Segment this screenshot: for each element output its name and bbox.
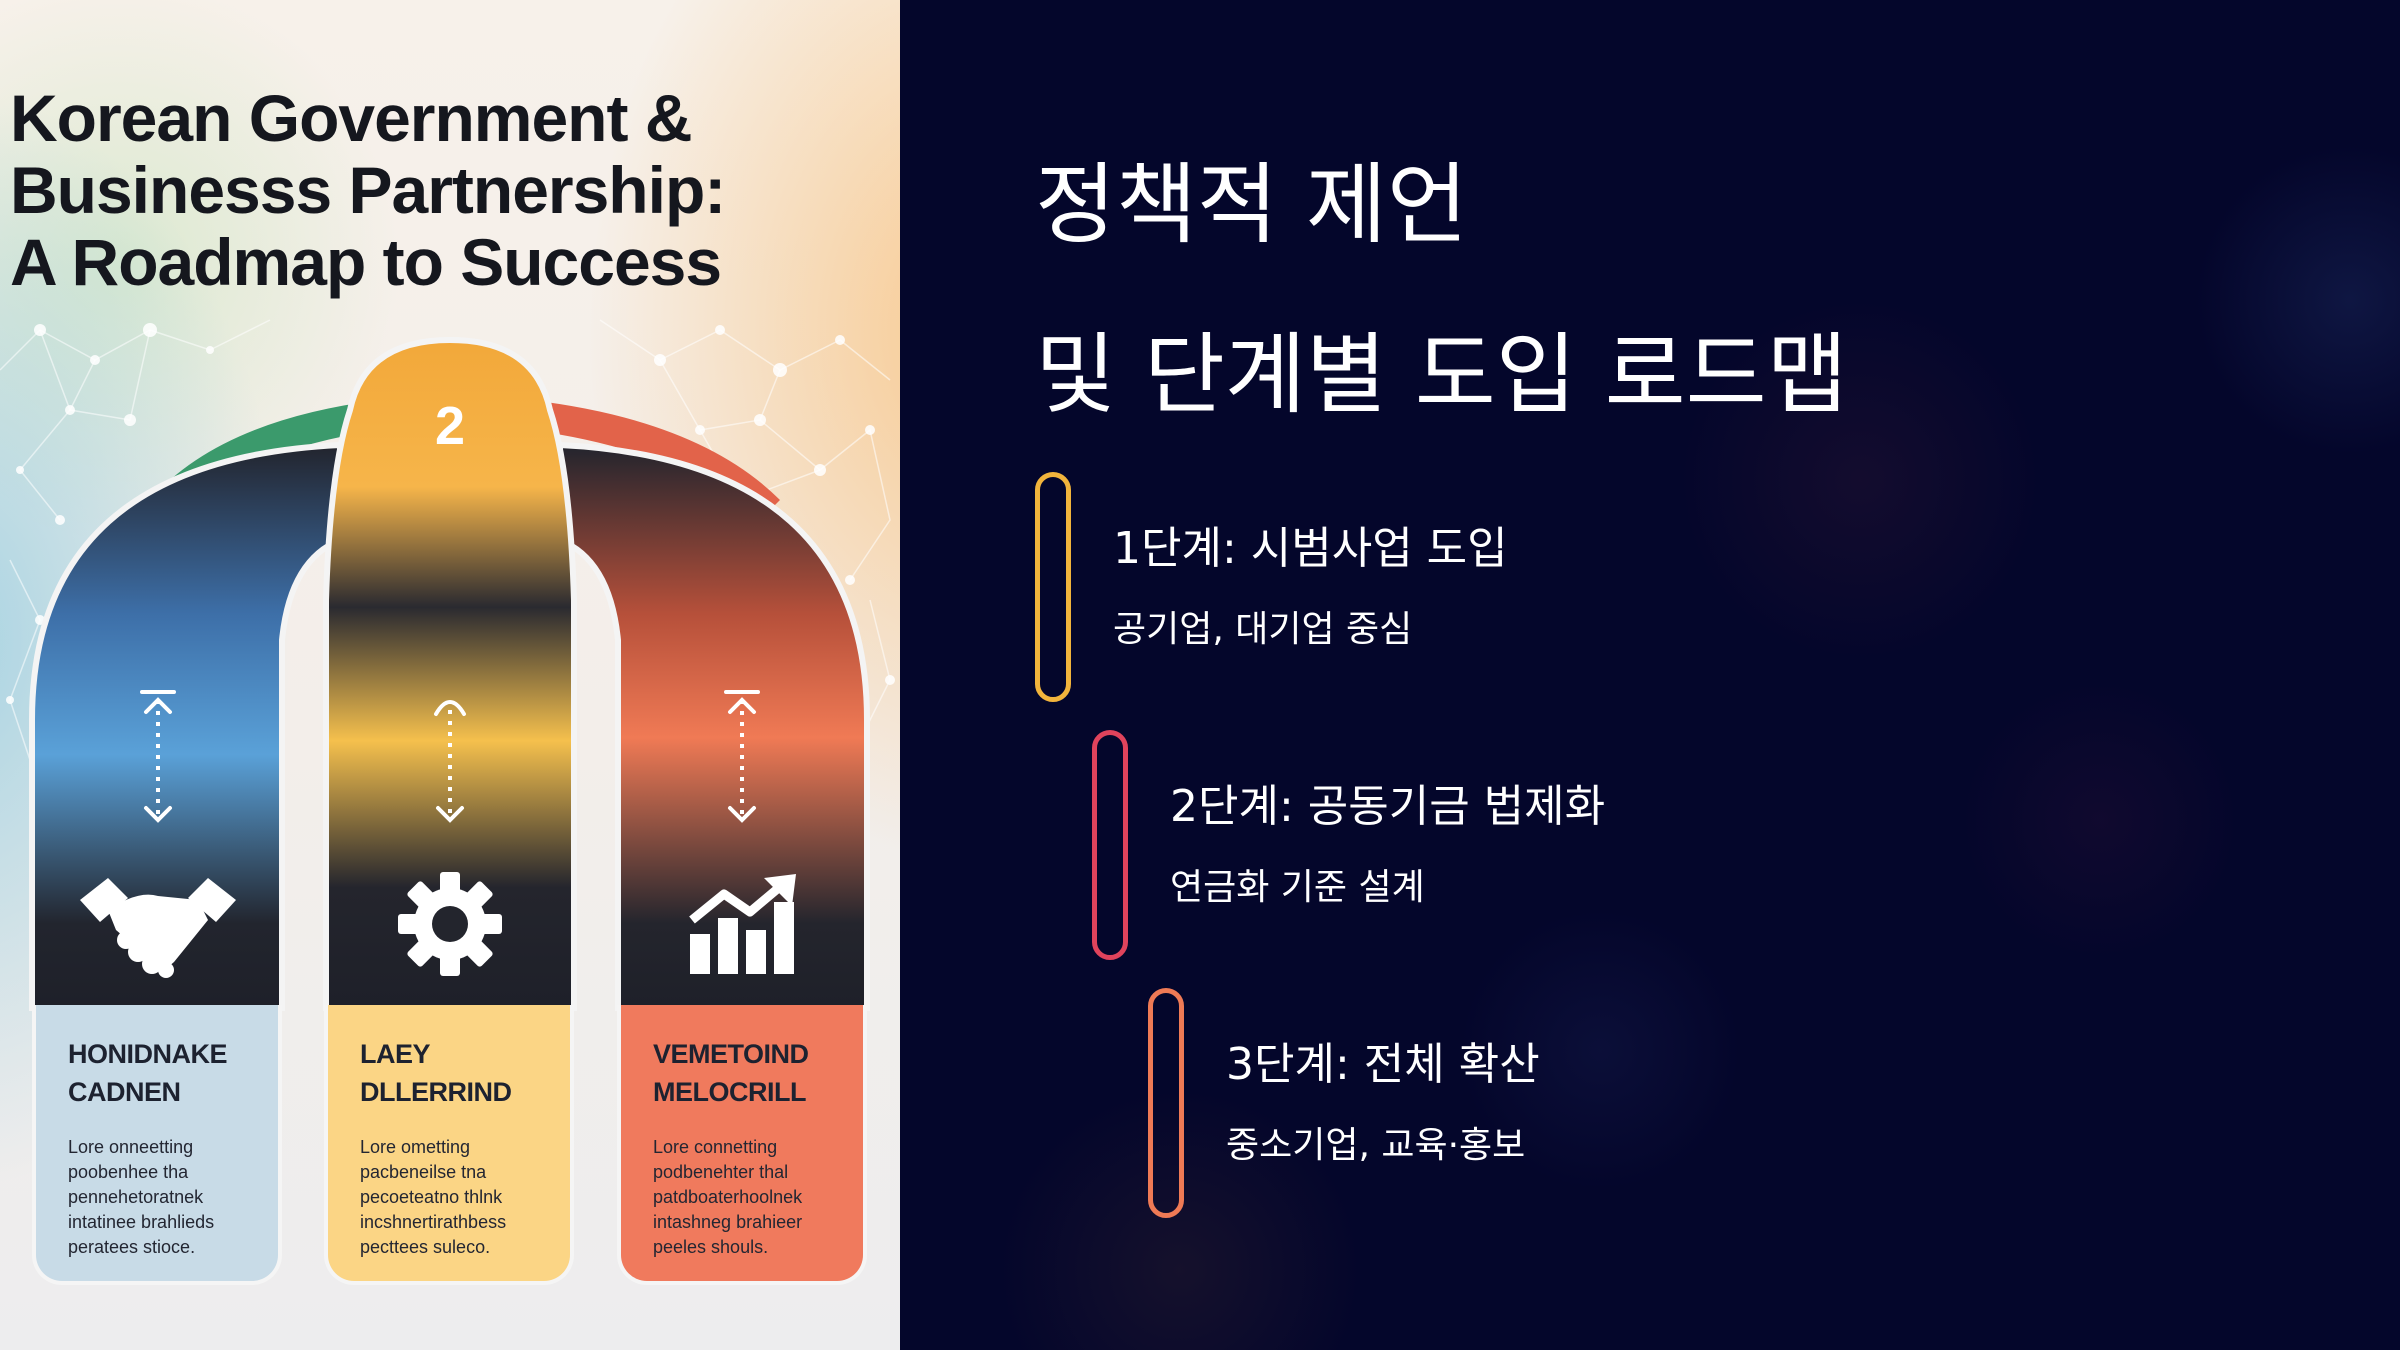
column-title: VEMETOIND MELOCRILL <box>653 1039 809 1107</box>
step-description: 중소기업, 교육·홍보 <box>1226 1125 1526 1166</box>
column-body: Lore connetting podbenehter thal patdboa… <box>653 1137 803 1257</box>
column-title: HONIDNAKE CADNEN <box>68 1039 228 1107</box>
step-marker <box>1035 472 1071 702</box>
slide-heading-line: 및 단계별 도입 로드맵 <box>1035 323 1848 426</box>
column-card-blue: HONIDNAKE CADNEN Lore onneetting poobenh… <box>32 1005 282 1285</box>
column-body: Lore onneetting poobenhee tha pennehetor… <box>68 1137 215 1257</box>
handshake-icon <box>80 878 236 978</box>
slide-heading: 정책적 제언 및 단계별 도입 로드맵 <box>1035 120 1848 460</box>
arch-graphic <box>29 336 870 1011</box>
infographic-title-line: Businesss Partnership: <box>10 153 726 227</box>
step-description: 공기업, 대기업 중심 <box>1113 609 1413 650</box>
network-decoration <box>0 319 895 761</box>
step-title: 3단계: 전체 확산 <box>1226 1039 1540 1090</box>
infographic-title-line: Korean Government & <box>10 81 692 155</box>
column-card-orange: VEMETOIND MELOCRILL Lore connetting podb… <box>617 1005 867 1285</box>
center-badge: 2 <box>434 396 466 456</box>
slide-panel: 정책적 제언 및 단계별 도입 로드맵 1단계: 시범사업 도입 공기업, 대기… <box>900 0 2400 1350</box>
infographic-title-line: A Roadmap to Success <box>10 225 722 299</box>
column-title: LAEY DLLERRIND <box>360 1039 512 1107</box>
column-body: Lore ometting pacbeneilse tna pecoeteatn… <box>360 1137 507 1257</box>
slide-heading-line: 정책적 제언 <box>1035 153 1468 256</box>
step-description: 연금화 기준 설계 <box>1170 867 1425 908</box>
infographic-panel: Korean Government & Businesss Partnershi… <box>0 0 900 1350</box>
step-marker <box>1148 988 1184 1218</box>
infographic-title: Korean Government & Businesss Partnershi… <box>10 82 890 298</box>
step-title: 2단계: 공동기금 법제화 <box>1170 781 1606 832</box>
step-title: 1단계: 시범사업 도입 <box>1113 523 1508 574</box>
step-marker <box>1092 730 1128 960</box>
column-card-yellow: LAEY DLLERRIND Lore ometting pacbeneilse… <box>324 1005 574 1285</box>
gear-icon <box>398 872 502 976</box>
growth-chart-icon <box>689 874 796 974</box>
